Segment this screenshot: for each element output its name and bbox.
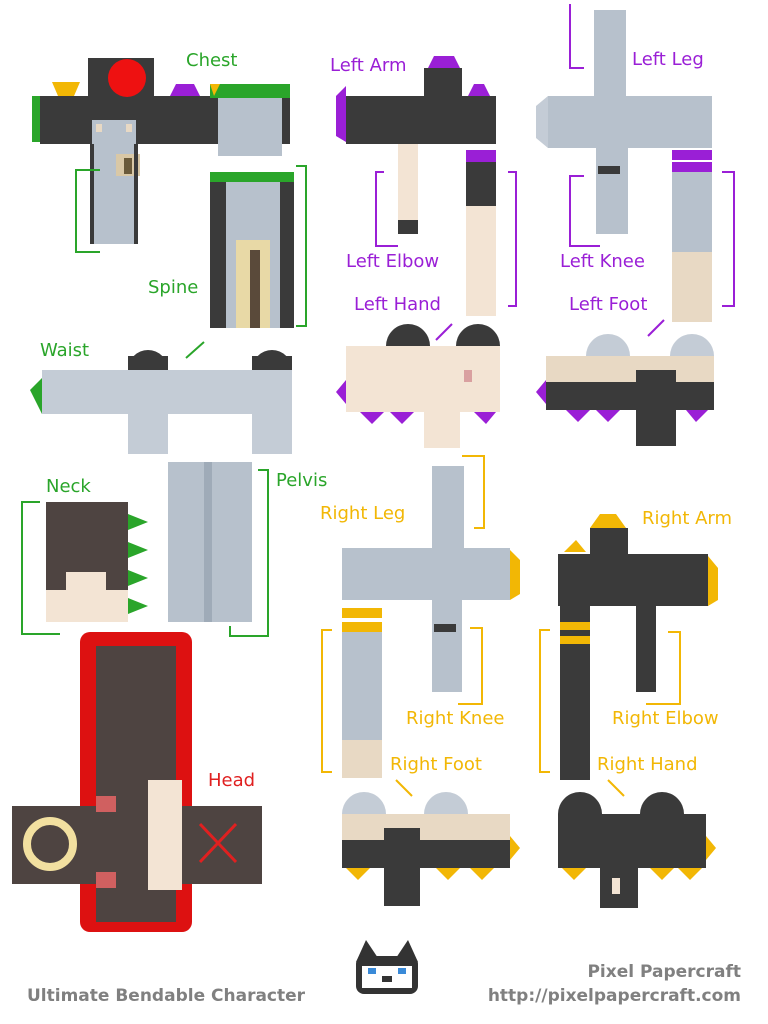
- left-hand-part: [336, 323, 500, 448]
- label-left-elbow: Left Elbow: [346, 251, 440, 272]
- left-leg-part: [536, 4, 735, 322]
- chest-part: [32, 58, 290, 253]
- label-waist: Waist: [40, 340, 90, 361]
- label-left-foot: Left Foot: [569, 294, 648, 315]
- label-right-arm: Right Arm: [642, 508, 733, 529]
- label-left-hand: Left Hand: [354, 294, 441, 315]
- label-right-knee: Right Knee: [406, 708, 505, 729]
- wolf-face-icon: [356, 940, 418, 994]
- waist-part: [30, 341, 292, 454]
- label-chest: Chest: [186, 50, 238, 71]
- sheet-title: Ultimate Bendable Character: [27, 986, 306, 1006]
- brand-name: Pixel Papercraft: [587, 962, 741, 982]
- left-foot-part: [536, 319, 714, 446]
- label-spine: Spine: [148, 277, 199, 298]
- head-part: [12, 632, 262, 932]
- pelvis-part: [168, 462, 269, 637]
- label-right-hand: Right Hand: [597, 754, 698, 775]
- neck-part: [21, 501, 148, 635]
- spine-part: [210, 165, 307, 328]
- label-pelvis: Pelvis: [276, 470, 328, 491]
- right-hand-part: [558, 779, 716, 908]
- brand-url[interactable]: http://pixelpapercraft.com: [487, 986, 741, 1006]
- right-leg-part: [321, 455, 520, 778]
- label-right-elbow: Right Elbow: [612, 708, 719, 729]
- label-right-leg: Right Leg: [320, 503, 406, 524]
- right-arm-part: [539, 514, 718, 780]
- right-foot-part: [342, 779, 520, 906]
- label-head: Head: [208, 770, 256, 791]
- label-neck: Neck: [46, 476, 91, 497]
- left-arm-part: [336, 56, 517, 316]
- label-left-arm: Left Arm: [330, 55, 407, 76]
- label-right-foot: Right Foot: [390, 754, 482, 775]
- label-left-knee: Left Knee: [560, 251, 645, 272]
- label-left-leg: Left Leg: [632, 49, 704, 70]
